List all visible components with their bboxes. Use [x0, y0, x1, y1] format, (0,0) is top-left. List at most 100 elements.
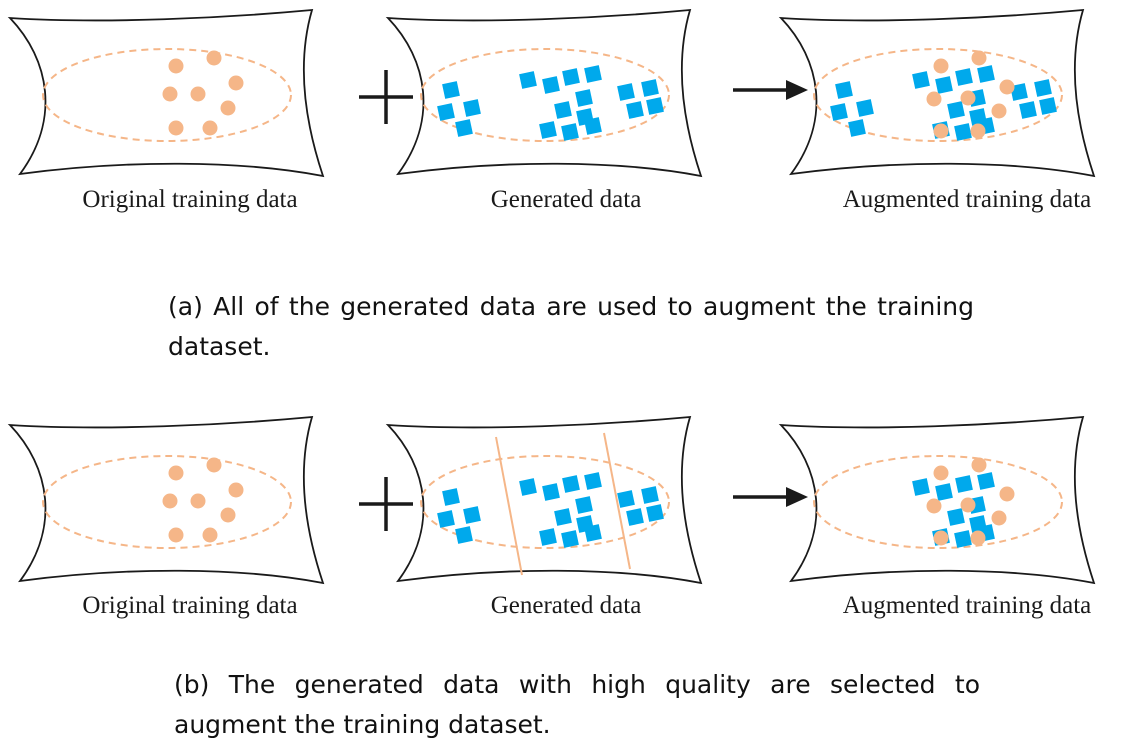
label-augmented-a: Augmented training data	[842, 186, 1092, 213]
original-point	[162, 86, 178, 102]
generated-point	[646, 504, 664, 522]
generated-point	[562, 68, 580, 86]
generated-point	[584, 65, 602, 83]
augmented-generated-point	[912, 71, 930, 89]
sheet-augmented-b-outline	[778, 415, 1096, 585]
generated-point	[554, 101, 572, 119]
augmented-generated-point	[856, 99, 874, 117]
generated-point	[626, 101, 644, 119]
generated-point	[437, 510, 455, 528]
original-point	[190, 493, 206, 509]
augmented-generated-point	[830, 103, 848, 121]
generated-point	[542, 483, 560, 501]
generated-point	[519, 478, 537, 496]
augmented-original-point	[933, 123, 949, 139]
generated-point	[539, 528, 557, 546]
sheet-augmented-a	[778, 8, 1096, 178]
generated-point	[463, 99, 481, 117]
label-generated-b: Generated data	[490, 592, 642, 619]
original-point	[168, 465, 184, 481]
generated-point	[455, 526, 473, 544]
generated-point	[463, 506, 481, 524]
augmented-generated-point	[835, 81, 853, 99]
augmented-original-point	[960, 90, 976, 106]
generated-point	[455, 119, 473, 137]
generated-point	[561, 530, 579, 548]
original-point	[190, 86, 206, 102]
generated-point	[575, 496, 593, 514]
label-original-a: Original training data	[82, 186, 298, 213]
original-point	[228, 75, 244, 91]
augmented-generated-point	[954, 530, 972, 548]
original-point	[202, 527, 218, 543]
generated-point	[539, 121, 557, 139]
generated-point	[575, 89, 593, 107]
augmented-generated-point	[947, 508, 965, 526]
augmented-original-point	[960, 497, 976, 513]
augmented-original-point	[991, 510, 1007, 526]
original-point	[220, 507, 236, 523]
sheet-generated-b-outline	[385, 415, 703, 585]
original-point	[168, 527, 184, 543]
augmented-original-point	[933, 530, 949, 546]
generated-point	[584, 472, 602, 490]
generated-point	[437, 103, 455, 121]
augmented-original-point	[970, 530, 986, 546]
generated-point	[561, 123, 579, 141]
augmented-generated-point	[935, 483, 953, 501]
original-point	[206, 50, 222, 66]
sheet-original-a-outline	[7, 8, 325, 178]
label-original-b: Original training data	[82, 592, 298, 619]
arrow-right-b-head	[786, 487, 808, 507]
sheet-generated-b	[385, 415, 703, 585]
generated-point	[584, 117, 602, 135]
sheet-original-a-region	[42, 48, 292, 142]
sheet-generated-a-outline	[385, 8, 703, 178]
generated-point	[626, 508, 644, 526]
augmented-generated-point	[954, 123, 972, 141]
augmented-generated-point	[955, 68, 973, 86]
quality-boundary-line	[495, 436, 523, 576]
generated-point	[442, 81, 460, 99]
sheet-original-b-region	[42, 455, 292, 549]
sheet-augmented-b	[778, 415, 1096, 585]
augmented-generated-point	[1010, 83, 1028, 101]
augmented-original-point	[999, 79, 1015, 95]
label-generated-a: Generated data	[490, 186, 642, 213]
arrow-right-a	[733, 80, 808, 100]
sheet-augmented-a-outline	[778, 8, 1096, 178]
augmented-original-point	[926, 91, 942, 107]
augmented-generated-point	[1039, 97, 1057, 115]
original-point	[206, 457, 222, 473]
plus-sign-a	[359, 70, 413, 124]
augmented-original-point	[933, 465, 949, 481]
generated-point	[646, 97, 664, 115]
arrow-right-b	[733, 487, 808, 507]
augmented-generated-point	[977, 65, 995, 83]
original-point	[168, 120, 184, 136]
caption-a: (a) All of the generated data are used t…	[168, 292, 974, 361]
augmented-generated-point	[935, 76, 953, 94]
augmented-original-point	[971, 50, 987, 66]
generated-point	[617, 490, 635, 508]
augmented-generated-point	[955, 475, 973, 493]
sheet-original-b	[7, 415, 325, 585]
sheet-generated-a	[385, 8, 703, 178]
label-augmented-b: Augmented training data	[842, 592, 1092, 619]
augmented-original-point	[970, 123, 986, 139]
augmented-generated-point	[947, 101, 965, 119]
sheet-generated-a-region	[420, 48, 670, 142]
augmented-original-point	[999, 486, 1015, 502]
augmented-generated-point	[1019, 101, 1037, 119]
sheet-augmented-b-region	[813, 455, 1063, 549]
augmented-original-point	[933, 58, 949, 74]
original-point	[228, 482, 244, 498]
generated-point	[641, 79, 659, 97]
caption-b: (b) The generated data with high quality…	[174, 670, 980, 739]
generated-point	[584, 524, 602, 542]
generated-point	[442, 488, 460, 506]
original-point	[202, 120, 218, 136]
sheet-augmented-a-region	[813, 48, 1063, 142]
sheet-original-a	[7, 8, 325, 178]
